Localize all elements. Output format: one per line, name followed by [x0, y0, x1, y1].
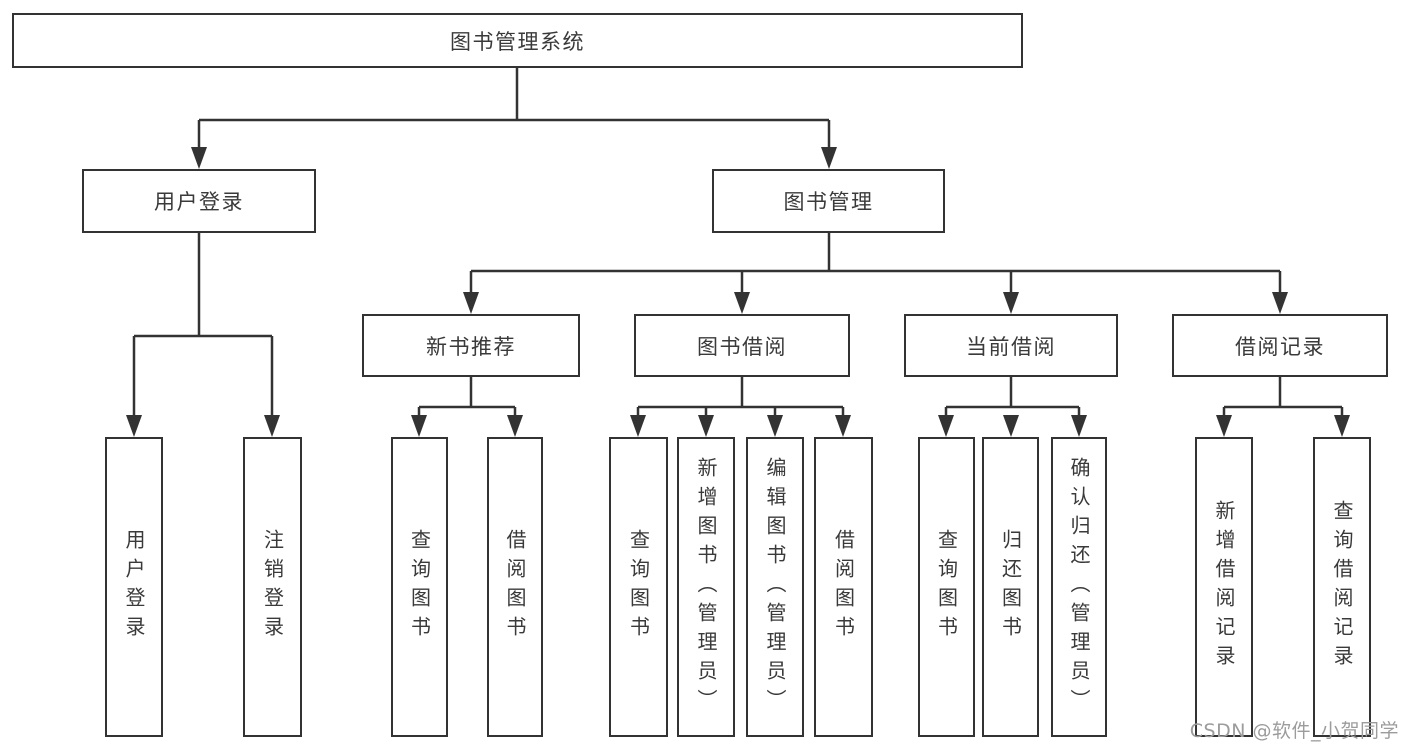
node-new-book-recommend-label: 新书推荐 — [426, 334, 516, 359]
leaf-add-borrow-record-label: 新增借阅记录 — [1212, 500, 1236, 674]
leaf-query-borrow-record-label: 查询借阅记录 — [1330, 500, 1354, 674]
node-current-borrow-label: 当前借阅 — [966, 334, 1056, 359]
node-current-borrow: 当前借阅 — [904, 314, 1118, 377]
node-borrow-records-label: 借阅记录 — [1235, 334, 1325, 359]
leaf-confirm-return-admin: 确认归还（管理员） — [1051, 437, 1107, 737]
leaf-query-books-recommend: 查询图书 — [391, 437, 448, 737]
leaf-query-books-borrow-label: 查询图书 — [626, 529, 651, 645]
leaf-logout-label: 注销登录 — [260, 529, 285, 645]
node-root-system: 图书管理系统 — [12, 13, 1023, 68]
leaf-query-books-borrow: 查询图书 — [609, 437, 668, 737]
node-user-login-label: 用户登录 — [154, 190, 244, 214]
node-user-login: 用户登录 — [82, 169, 316, 233]
leaf-logout: 注销登录 — [243, 437, 302, 737]
node-book-management-label: 图书管理 — [783, 190, 874, 214]
leaf-edit-book-admin-label: 编辑图书（管理员） — [763, 456, 787, 718]
node-book-management: 图书管理 — [712, 169, 945, 233]
node-book-borrow: 图书借阅 — [634, 314, 850, 377]
leaf-borrow-books-recommend-label: 借阅图书 — [503, 529, 527, 645]
leaf-user-login-label: 用户登录 — [122, 529, 146, 645]
leaf-query-books-recommend-label: 查询图书 — [407, 529, 432, 645]
leaf-edit-book-admin: 编辑图书（管理员） — [746, 437, 804, 737]
node-borrow-records: 借阅记录 — [1172, 314, 1388, 377]
node-book-borrow-label: 图书借阅 — [697, 334, 787, 359]
leaf-user-login: 用户登录 — [105, 437, 163, 737]
leaf-add-book-admin: 新增图书（管理员） — [677, 437, 735, 737]
leaf-add-borrow-record: 新增借阅记录 — [1195, 437, 1253, 737]
leaf-query-books-current: 查询图书 — [918, 437, 975, 737]
leaf-query-borrow-record: 查询借阅记录 — [1313, 437, 1371, 737]
leaf-borrow-books-recommend: 借阅图书 — [487, 437, 543, 737]
csdn-watermark: CSDN @软件_小贺同学 — [1189, 720, 1399, 742]
node-root-label: 图书管理系统 — [450, 29, 585, 54]
leaf-return-books-label: 归还图书 — [998, 529, 1023, 645]
leaf-borrow-books: 借阅图书 — [814, 437, 873, 737]
leaf-query-books-current-label: 查询图书 — [934, 529, 959, 645]
leaf-confirm-return-admin-label: 确认归还（管理员） — [1067, 456, 1091, 718]
leaf-borrow-books-label: 借阅图书 — [831, 529, 856, 645]
leaf-add-book-admin-label: 新增图书（管理员） — [694, 456, 718, 718]
node-new-book-recommend: 新书推荐 — [362, 314, 580, 377]
leaf-return-books: 归还图书 — [982, 437, 1039, 737]
